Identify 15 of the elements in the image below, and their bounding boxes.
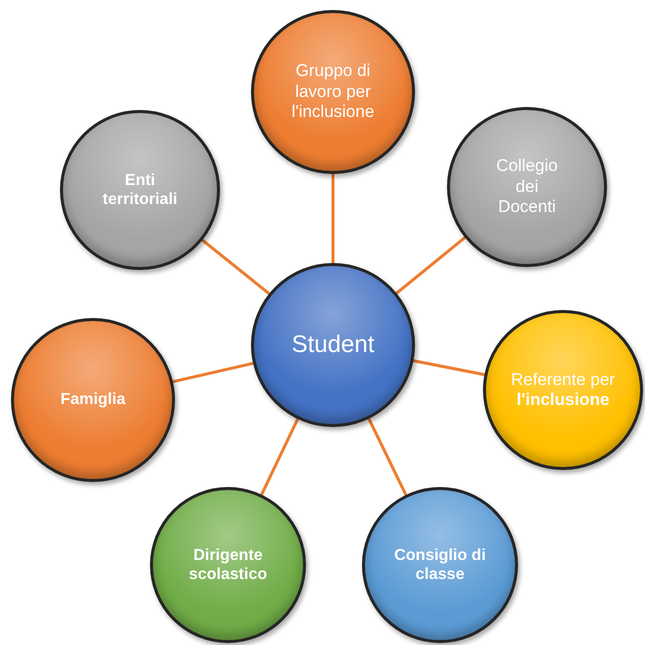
node-label: Student — [292, 330, 374, 360]
node-label: Enti territoriali — [102, 170, 178, 210]
connector-line — [201, 238, 270, 295]
connector-line — [368, 418, 408, 496]
node-label: Famiglia — [60, 390, 126, 410]
node-label: Collegio dei Docenti — [495, 156, 559, 218]
connector-line — [332, 174, 334, 263]
connector-line — [413, 359, 485, 376]
node-label: Consiglio di classe — [393, 546, 487, 584]
node-label: Dirigente scolastico — [188, 546, 268, 584]
node-label: Gruppo di lavoro per l'inclusione — [290, 61, 376, 123]
connector-line — [260, 418, 300, 496]
connector-line — [396, 236, 466, 294]
node-label: Referente per l'inclusione — [510, 370, 616, 410]
connector-line — [172, 362, 254, 384]
